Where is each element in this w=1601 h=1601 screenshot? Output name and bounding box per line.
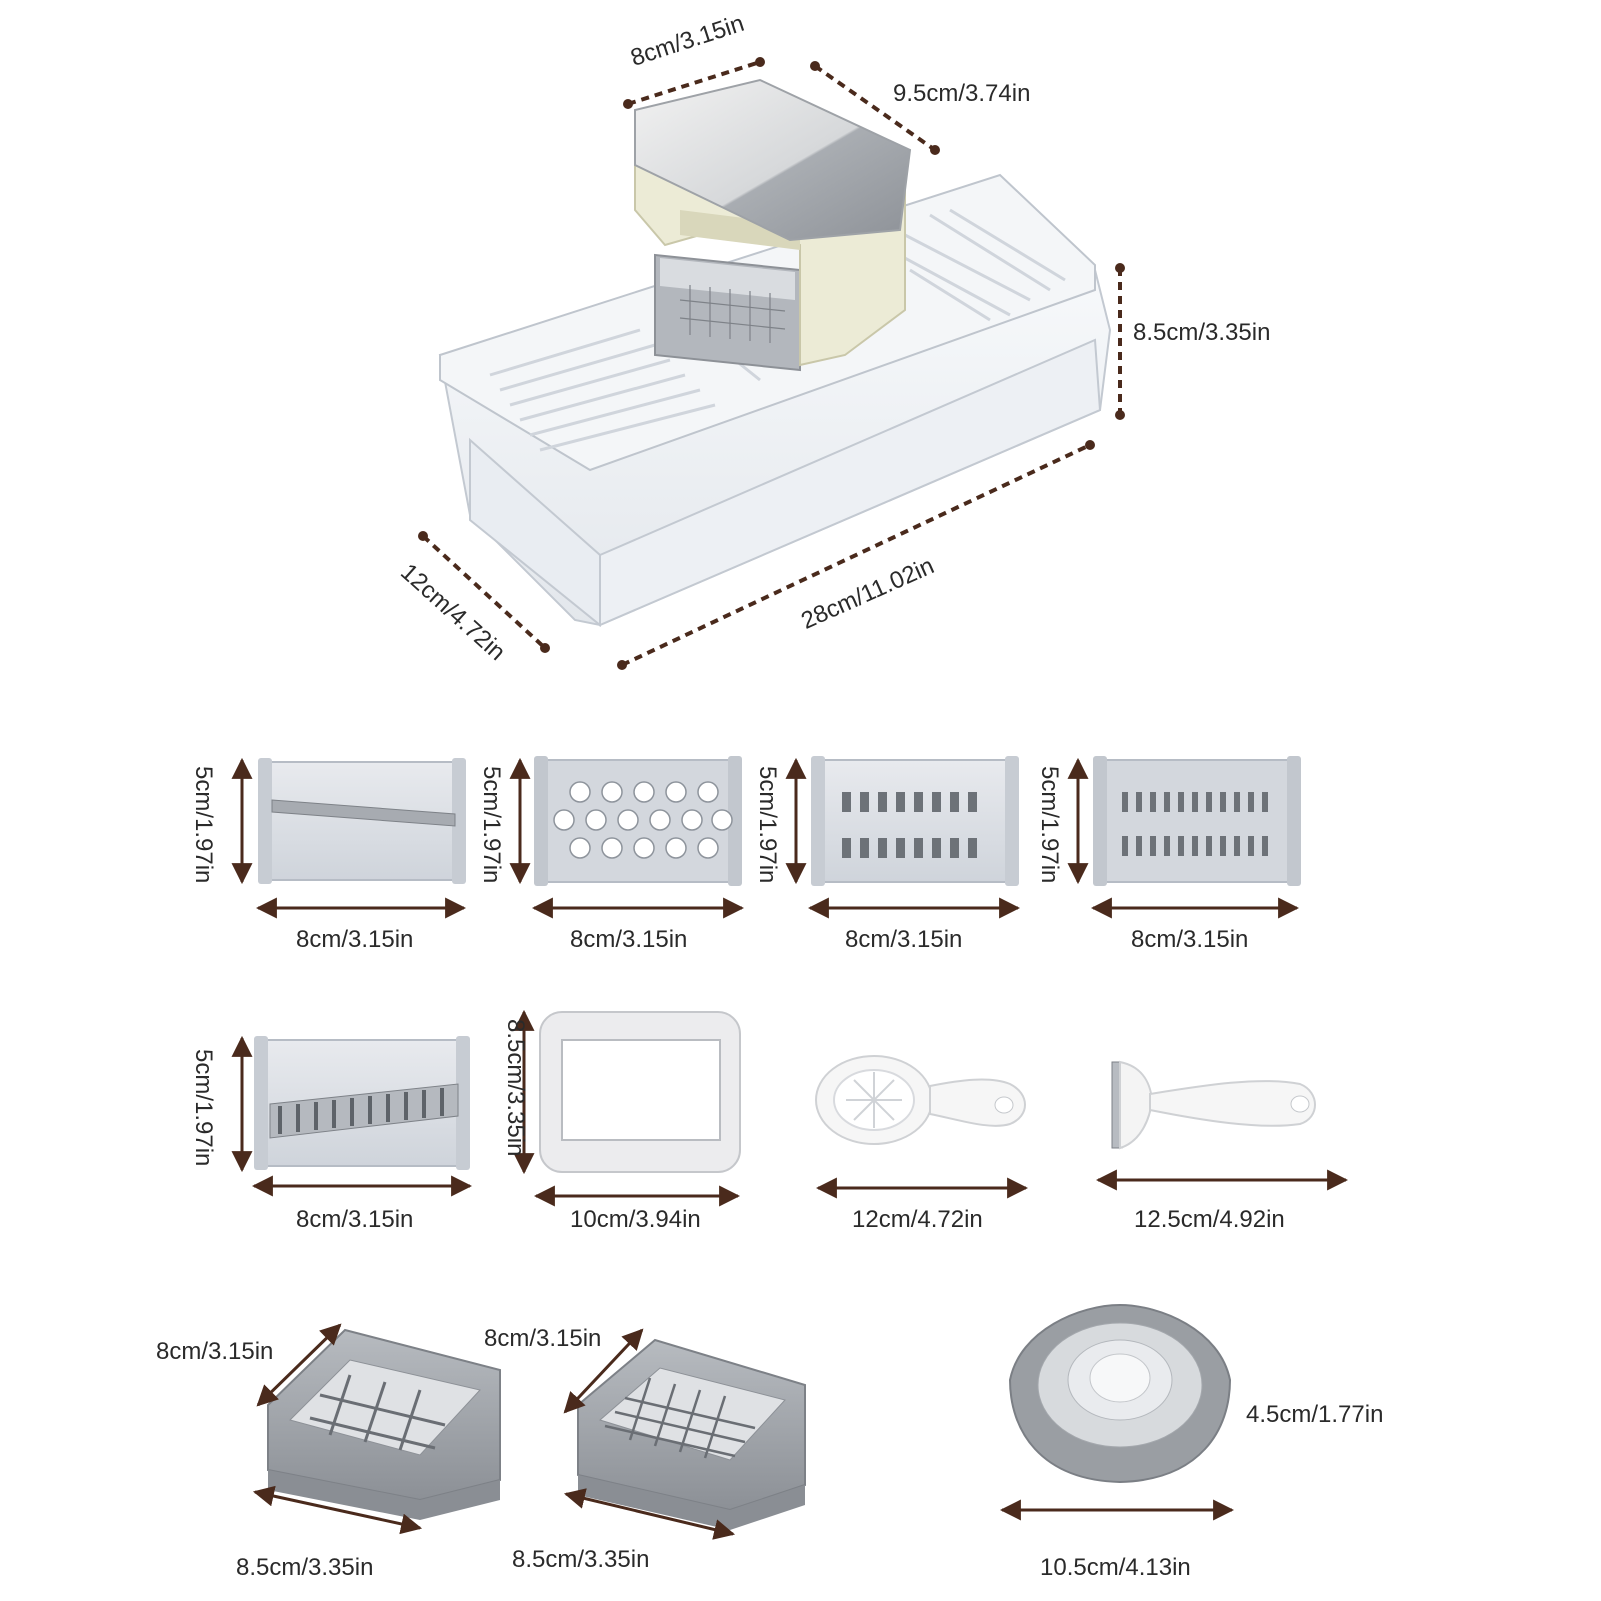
label-large-grid-width: 8.5cm/3.35in (236, 1554, 374, 1581)
label-width-top: 9.5cm/3.74in (893, 80, 1031, 107)
slicer-blade (258, 758, 466, 884)
peeler (1111, 1060, 1316, 1150)
label-fine-width: 8cm/3.15in (1131, 926, 1249, 953)
label-egg-width: 12cm/4.72in (852, 1206, 983, 1233)
coarse-shredder-blade (811, 756, 1019, 886)
fine-shredder-blade (1093, 756, 1301, 886)
small-dicer-grid (577, 1338, 806, 1530)
label-coarse-height: 5cm/1.97in (754, 766, 781, 884)
arrow-width-top (813, 64, 937, 152)
label-peeler-width: 12.5cm/4.92in (1134, 1206, 1285, 1233)
press-cap (634, 78, 912, 242)
label-frame-height: 8.5cm/3.35in (502, 1019, 529, 1157)
large-dicer-grid (267, 1328, 501, 1520)
label-julienne-width: 8cm/3.15in (296, 1206, 414, 1233)
label-slicer-width: 8cm/3.15in (296, 926, 414, 953)
arrow-depth-top (627, 60, 761, 106)
label-frame-width: 10cm/3.94in (570, 1206, 701, 1233)
hand-guard (1008, 1303, 1232, 1484)
label-small-grid-width: 8.5cm/3.35in (512, 1546, 650, 1573)
label-small-grid-depth: 8cm/3.15in (484, 1325, 602, 1352)
julienne-blade (254, 1036, 470, 1170)
label-height: 8.5cm/3.35in (1133, 319, 1271, 346)
label-grater-height: 5cm/1.97in (478, 766, 505, 884)
label-guard-width: 10.5cm/4.13in (1040, 1554, 1191, 1581)
arrow-length (621, 443, 1091, 667)
label-fine-height: 5cm/1.97in (1036, 766, 1063, 884)
label-julienne-height: 5cm/1.97in (190, 1049, 217, 1167)
grater-blade (534, 756, 742, 886)
label-grater-width: 8cm/3.15in (570, 926, 688, 953)
label-guard-height: 4.5cm/1.77in (1246, 1401, 1384, 1428)
label-large-grid-depth: 8cm/3.15in (156, 1338, 274, 1365)
label-slicer-height: 5cm/1.97in (190, 766, 217, 884)
label-coarse-width: 8cm/3.15in (845, 926, 963, 953)
main-slicer-unit (418, 57, 1125, 670)
frame-holder (539, 1011, 741, 1173)
egg-separator (815, 1055, 1026, 1145)
